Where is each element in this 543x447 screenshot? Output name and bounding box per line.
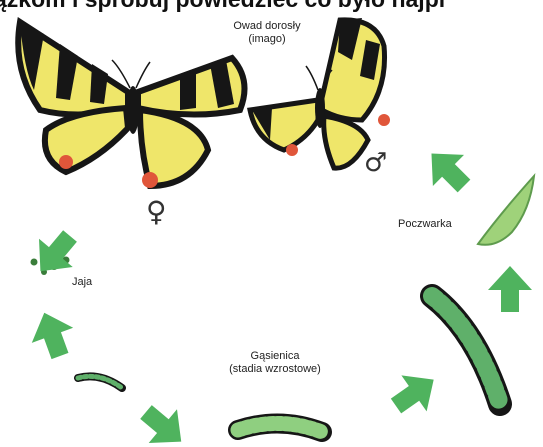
larva-label-line1: Gąsienica [200, 350, 350, 363]
male-symbol: ♂ [364, 150, 387, 176]
imago-label-line2: (imago) [222, 33, 312, 46]
cycle-arrow-icon [416, 138, 480, 202]
female-butterfly [18, 22, 244, 188]
largest-caterpillar [432, 296, 500, 404]
imago-label: Owad dorosły (imago) [222, 20, 312, 46]
cycle-arrow-icon [488, 266, 532, 312]
eggs-label: Jaja [72, 276, 92, 289]
cycle-arrow-icon [24, 305, 81, 363]
cycle-arrow-icon [132, 395, 196, 447]
pupa-label: Poczwarka [398, 218, 452, 231]
larva-label: Gąsienica (stadia wzrostowe) [200, 350, 350, 376]
large-caterpillar-bottom [238, 423, 322, 432]
pupa [478, 176, 534, 245]
small-caterpillar [78, 376, 122, 388]
cycle-arrow-icon [383, 362, 446, 424]
imago-label-line1: Owad dorosły [222, 20, 312, 33]
female-symbol: ♀ [146, 198, 167, 226]
larva-label-line2: (stadia wzrostowe) [200, 363, 350, 376]
